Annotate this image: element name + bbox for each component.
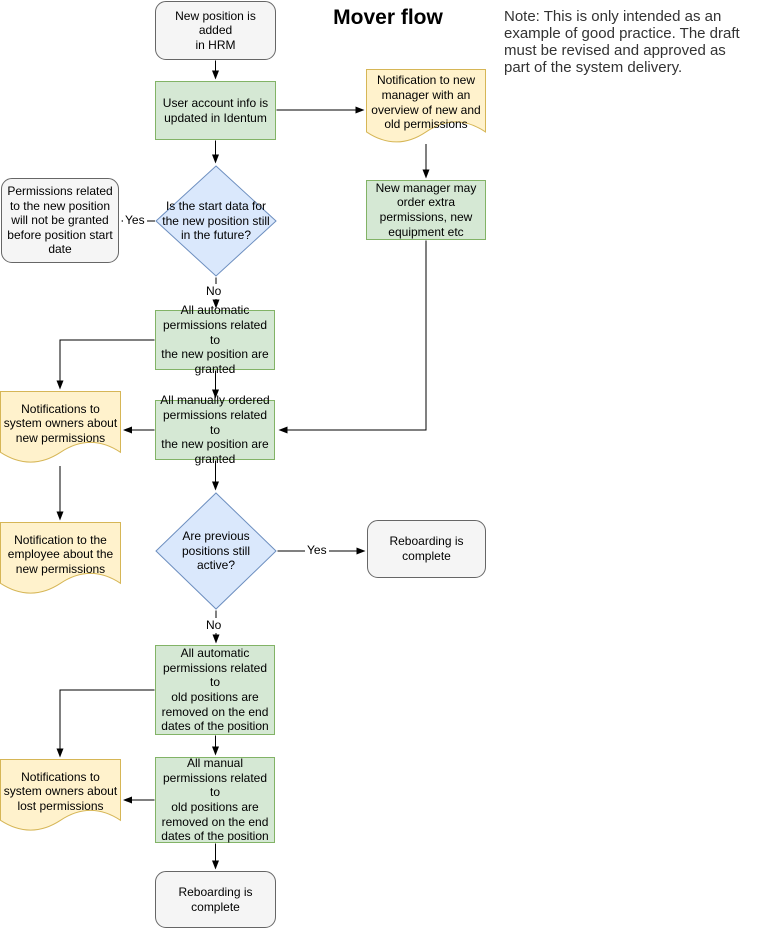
node-label: Notifications to system owners about los… xyxy=(3,769,118,814)
flow-node-decision-prev-active: Are previous positions still active? xyxy=(155,492,277,610)
node-label: New position is added in HRM xyxy=(175,8,256,52)
node-label: All manually ordered permissions related… xyxy=(160,393,270,466)
decision-shape xyxy=(155,492,277,610)
diagram-title: Mover flow xyxy=(333,6,443,29)
node-label: All automatic permissions related to old… xyxy=(161,646,269,734)
node-label: Notification to the employee about the n… xyxy=(7,532,114,577)
node-label: Are previous positions still active? xyxy=(181,529,251,573)
flow-node-start-hrm: New position is added in HRM xyxy=(155,1,276,60)
node-label: Reboarding is complete xyxy=(389,534,464,563)
flow-node-auto-new: All automatic permissions related to the… xyxy=(155,303,275,376)
flow-node-notify-sys-new: Notifications to system owners about new… xyxy=(0,391,121,463)
edge-label-no-2: No xyxy=(204,618,224,633)
node-label: Notification to new manager with an over… xyxy=(371,73,481,132)
flow-node-manual-new: All manually ordered permissions related… xyxy=(155,393,275,466)
node-label: Is the start data for the new position s… xyxy=(162,199,270,243)
document-shape xyxy=(0,522,121,594)
flow-node-update-identum: User account info is updated in Identum xyxy=(155,81,276,140)
flow-node-manual-old: All manual permissions related to old po… xyxy=(155,756,275,844)
flow-node-notify-employee: Notification to the employee about the n… xyxy=(0,522,121,594)
edge-order-to-manual-new xyxy=(278,240,427,434)
node-label: All automatic permissions related to the… xyxy=(161,303,269,376)
node-label: New manager may order extra permissions,… xyxy=(375,180,477,239)
document-shape xyxy=(366,69,486,143)
decision-shape xyxy=(155,165,277,277)
edge-label-yes-2: Yes xyxy=(305,543,329,558)
edge-auto-new-to-notify-sys xyxy=(56,339,155,390)
flow-node-notify-sys-lost: Notifications to system owners about los… xyxy=(0,759,121,831)
node-label: Reboarding is complete xyxy=(178,884,253,914)
note-text: Note: This is only intended as an exampl… xyxy=(504,8,740,76)
flow-node-notify-new-manager: Notification to new manager with an over… xyxy=(366,69,486,143)
node-label: Notifications to system owners about new… xyxy=(3,401,118,446)
edge-label-yes-1: Yes xyxy=(123,213,147,228)
flow-node-decision-start-date: Is the start data for the new position s… xyxy=(155,165,277,277)
node-label: Permissions related to the new position … xyxy=(7,183,113,257)
flow-node-not-granted: Permissions related to the new position … xyxy=(1,178,119,263)
flow-node-reboarding-end: Reboarding is complete xyxy=(155,871,276,928)
document-shape xyxy=(0,391,121,463)
flow-node-reboarding-right: Reboarding is complete xyxy=(367,520,486,578)
node-label: All manual permissions related to old po… xyxy=(161,756,269,844)
edge-label-no-1: No xyxy=(204,284,224,299)
document-shape xyxy=(0,759,121,831)
flow-node-auto-old: All automatic permissions related to old… xyxy=(155,645,275,735)
node-label: User account info is updated in Identum xyxy=(162,95,269,125)
flow-node-manager-order: New manager may order extra permissions,… xyxy=(366,180,486,240)
edge-auto-old-to-notify-lost xyxy=(56,689,155,758)
